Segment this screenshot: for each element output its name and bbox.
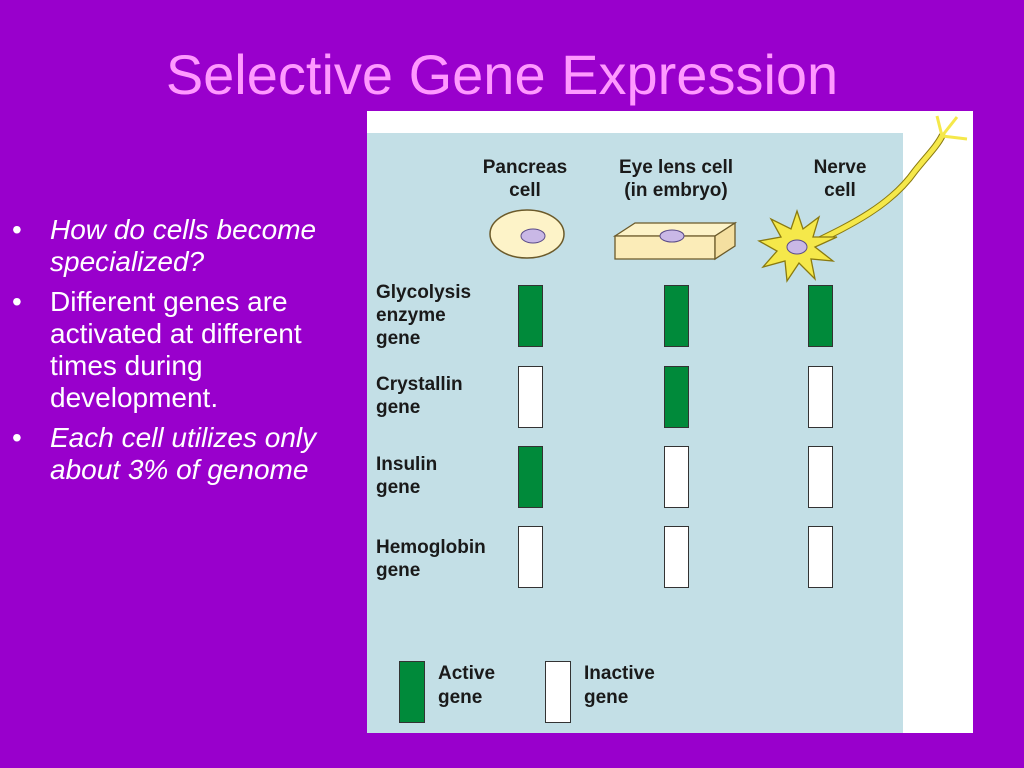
legend-inactive-label: Inactive gene xyxy=(584,662,655,710)
column-header-pancreas: Pancreas cell xyxy=(445,156,605,202)
column-header-line: Nerve xyxy=(813,157,867,178)
column-header-nerve: Nerve cell xyxy=(760,156,920,202)
row-label-line: Glycolysis xyxy=(376,282,472,303)
legend-label-line: Active xyxy=(438,663,496,684)
bullet-list: • How do cells become specialized? • Dif… xyxy=(12,214,342,494)
row-label-line: gene xyxy=(376,477,421,498)
gene-box-hemoglobin-pancreas xyxy=(518,526,543,588)
row-label-line: gene xyxy=(376,560,421,581)
legend-active-label: Active gene xyxy=(438,662,495,710)
legend-label-line: Inactive xyxy=(584,663,655,684)
gene-box-insulin-pancreas xyxy=(518,446,543,508)
cell-illustrations xyxy=(489,115,968,283)
column-header-line: Eye lens cell xyxy=(618,157,734,178)
bullet-item: • How do cells become specialized? xyxy=(12,214,342,278)
eye-lens-cell-icon xyxy=(612,221,738,261)
bullet-item: • Different genes are activated at diffe… xyxy=(12,286,342,414)
gene-expression-figure: Pancreas cell Eye lens cell (in embryo) … xyxy=(367,111,973,733)
legend-inactive-swatch xyxy=(545,661,571,723)
gene-box-insulin-nerve xyxy=(808,446,833,508)
bullet-symbol: • xyxy=(12,422,22,453)
gene-box-glycolysis-nerve xyxy=(808,285,833,347)
row-label-glycolysis: Glycolysis enzyme gene xyxy=(376,281,516,350)
gene-box-crystallin-nerve xyxy=(808,366,833,428)
gene-box-crystallin-eye-lens xyxy=(664,366,689,428)
row-label-line: enzyme xyxy=(376,305,446,326)
gene-box-crystallin-pancreas xyxy=(518,366,543,428)
gene-box-glycolysis-eye-lens xyxy=(664,285,689,347)
gene-box-hemoglobin-nerve xyxy=(808,526,833,588)
bullet-symbol: • xyxy=(12,214,22,245)
bullet-text: How do cells become specialized? xyxy=(50,214,317,277)
column-header-line: cell xyxy=(824,180,856,201)
nerve-cell-icon xyxy=(757,115,968,283)
column-header-line: Pancreas xyxy=(482,157,568,178)
row-label-insulin: Insulin gene xyxy=(376,453,516,499)
row-label-line: Insulin xyxy=(376,454,438,475)
bullet-item: • Each cell utilizes only about 3% of ge… xyxy=(12,422,342,486)
column-header-eye-lens: Eye lens cell (in embryo) xyxy=(596,156,756,202)
bullet-symbol: • xyxy=(12,286,22,317)
gene-box-insulin-eye-lens xyxy=(664,446,689,508)
row-label-line: Crystallin xyxy=(376,374,463,395)
row-label-hemoglobin: Hemoglobin gene xyxy=(376,536,516,582)
gene-box-glycolysis-pancreas xyxy=(518,285,543,347)
column-header-line: cell xyxy=(509,180,541,201)
legend-active-swatch xyxy=(399,661,425,723)
pancreas-cell-icon xyxy=(489,209,565,259)
row-label-line: gene xyxy=(376,397,421,418)
gene-box-hemoglobin-eye-lens xyxy=(664,526,689,588)
bullet-text: Each cell utilizes only about 3% of geno… xyxy=(50,422,317,485)
bullet-text: Different genes are activated at differe… xyxy=(50,286,302,413)
legend-label-line: gene xyxy=(584,687,629,708)
legend-label-line: gene xyxy=(438,687,483,708)
column-header-line: (in embryo) xyxy=(624,180,728,201)
row-label-crystallin: Crystallin gene xyxy=(376,373,516,419)
slide-title: Selective Gene Expression xyxy=(165,43,839,106)
row-label-line: Hemoglobin xyxy=(376,537,486,558)
row-label-line: gene xyxy=(376,328,421,349)
